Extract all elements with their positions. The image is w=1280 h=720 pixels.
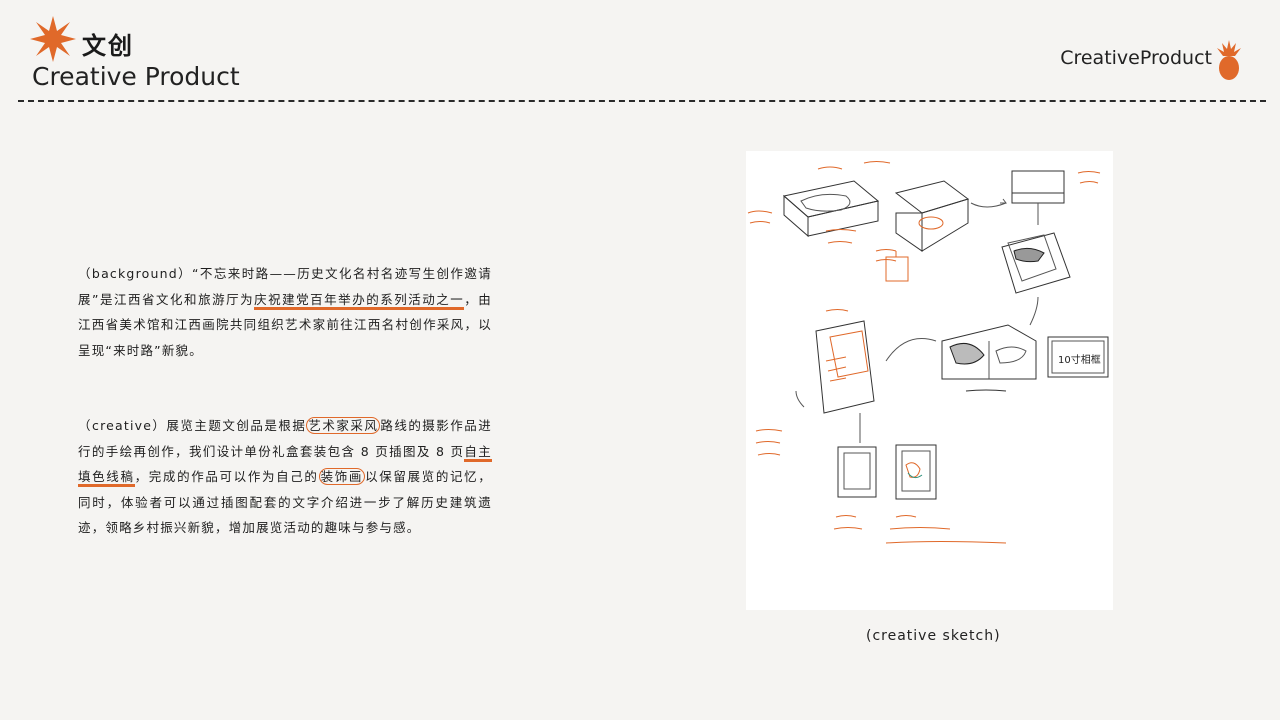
frame-label: 10寸相框 bbox=[1058, 353, 1101, 366]
circled-text: 艺术家采风 bbox=[306, 417, 381, 434]
dashed-divider bbox=[18, 100, 1266, 102]
sketch-image: 10寸相框 bbox=[746, 151, 1113, 610]
page-title-en: Creative Product bbox=[32, 62, 240, 91]
header: 文创 Creative Product CreativeProduct bbox=[0, 0, 1280, 110]
page-title-cn: 文创 bbox=[82, 32, 134, 60]
brand-label: CreativeProduct bbox=[1060, 47, 1212, 69]
text-span: （creative）展览主题文创品是根据 bbox=[78, 418, 307, 433]
background-paragraph: （background）“不忘来时路——历史文化名村名迹写生创作邀请展”是江西省… bbox=[78, 261, 492, 363]
text-span: 路线的摄影作品进行的手绘再创作，我们设计单份礼盒套装包含 8 页插图及 8 页 bbox=[78, 418, 492, 459]
circled-text: 装饰画 bbox=[318, 468, 366, 485]
text-span: ，完成的作品可以作为自己的 bbox=[134, 469, 319, 484]
creative-paragraph: （creative）展览主题文创品是根据艺术家采风路线的摄影作品进行的手绘再创作… bbox=[78, 413, 492, 541]
text-span: ，由江西省美术馆和江西画院共同组织艺术家前往江西名村创作采风，以呈现“来时路”新… bbox=[78, 291, 492, 358]
highlight-underline: 自主填色线稿 bbox=[78, 443, 492, 487]
sketch-caption: (creative sketch) bbox=[866, 628, 1001, 644]
text-span: 以保留展览的记忆，同时，体验者可以通过插图配套的文字介绍进一步了解历史建筑遗迹，… bbox=[78, 469, 492, 535]
hand-drawn-sketch: 10寸相框 bbox=[747, 161, 1109, 544]
text-span: （background）“不忘来时路——历史文化名村名迹写生创作邀请展”是江西省… bbox=[78, 266, 492, 307]
star-icon bbox=[30, 16, 76, 62]
highlight-underline: 庆祝建党百年举办的系列活动之一 bbox=[254, 291, 465, 310]
pineapple-icon bbox=[1217, 40, 1241, 80]
